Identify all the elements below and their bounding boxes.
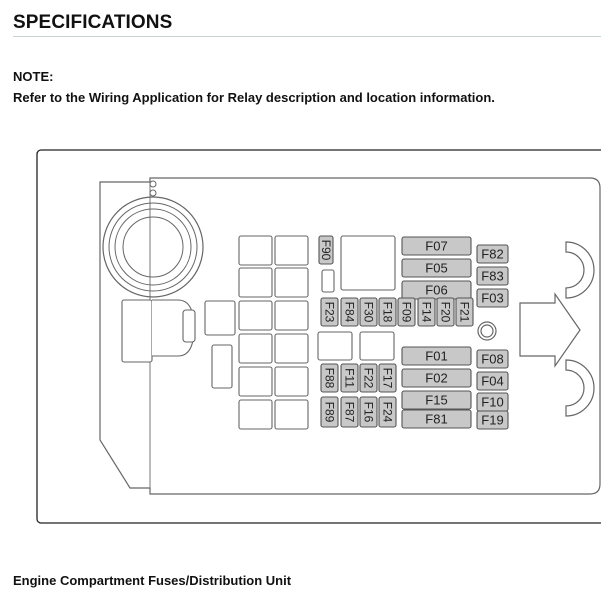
fuse-f20: F20	[436, 297, 455, 327]
fuse-f08: F08	[476, 349, 509, 369]
fuse-label: F83	[481, 269, 503, 284]
left-connector-blocks	[121, 299, 236, 389]
fuse-f06: F06	[401, 280, 472, 300]
fuse-label: F19	[481, 413, 503, 428]
fuse-label: F18	[381, 302, 395, 323]
fuse-label: F24	[381, 402, 395, 423]
fuse-f23: F23	[320, 297, 339, 327]
relay-grid	[238, 235, 396, 430]
fuse-label: F90	[319, 240, 333, 261]
fuse-label: F30	[362, 302, 376, 323]
title-divider	[13, 36, 601, 37]
fuse-label: F14	[420, 302, 434, 323]
fuse-label: F05	[425, 261, 447, 276]
fuse-f87: F87	[340, 396, 359, 428]
fuse-f03: F03	[476, 288, 509, 308]
fuse-f16: F16	[359, 396, 378, 428]
fuse-f11: F11	[340, 363, 359, 393]
fuse-label: F06	[425, 283, 447, 298]
page-title: SPECIFICATIONS	[13, 12, 173, 33]
fuse-f21: F21	[455, 297, 474, 327]
fuse-label: F88	[323, 368, 337, 389]
fuse-label: F23	[323, 302, 337, 323]
fuse-f09: F09	[397, 297, 416, 327]
fuse-label: F16	[362, 402, 376, 423]
fuse-f05: F05	[401, 258, 472, 278]
fuse-label: F87	[343, 402, 357, 423]
note-label: NOTE:	[13, 69, 54, 84]
fuse-f24: F24	[378, 396, 397, 428]
fuse-label: F09	[400, 302, 414, 323]
fuse-label: F02	[425, 371, 447, 386]
figure-caption: Engine Compartment Fuses/Distribution Un…	[13, 573, 292, 588]
fuse-label: F21	[458, 302, 472, 323]
fuse-f83: F83	[476, 266, 509, 286]
fuse-label: F15	[425, 393, 447, 408]
fuse-f04: F04	[476, 371, 509, 391]
fuse-f18: F18	[378, 297, 397, 327]
round-connector	[102, 180, 204, 298]
fuse-label: F11	[343, 368, 357, 388]
fuse-f10: F10	[476, 392, 509, 412]
fuse-f19: F19	[476, 410, 509, 430]
right-side-features	[477, 241, 595, 417]
fuse-label: F84	[343, 302, 357, 323]
fuse-label: F22	[362, 368, 376, 389]
fuse-label: F08	[481, 352, 503, 367]
fuse-f84: F84	[340, 297, 359, 327]
fuse-f14: F14	[417, 297, 436, 327]
fuse-f15: F15	[401, 390, 472, 410]
fuse-f17: F17	[378, 363, 397, 393]
fuse-f90: F90	[318, 235, 334, 265]
fuse-f22: F22	[359, 363, 378, 393]
note-text: Refer to the Wiring Application for Rela…	[13, 90, 495, 105]
fuse-label: F82	[481, 247, 503, 262]
fuse-label: F01	[425, 349, 447, 364]
fuse-label: F89	[323, 402, 337, 423]
fuse-label: F17	[381, 368, 395, 389]
fuse-f88: F88	[320, 363, 339, 393]
fuse-f82: F82	[476, 244, 509, 264]
fuse-f89: F89	[320, 396, 339, 428]
fuse-f01: F01	[401, 346, 472, 366]
fuse-label: F81	[425, 412, 447, 427]
fuse-f02: F02	[401, 368, 472, 388]
fuse-label: F04	[481, 374, 503, 389]
fuse-label: F07	[425, 239, 447, 254]
fuse-label: F10	[481, 395, 503, 410]
fuse-label: F03	[481, 291, 503, 306]
fuse-f07: F07	[401, 236, 472, 256]
fuse-label: F20	[439, 302, 453, 323]
fuse-f30: F30	[359, 297, 378, 327]
fuse-f81: F81	[401, 409, 472, 429]
